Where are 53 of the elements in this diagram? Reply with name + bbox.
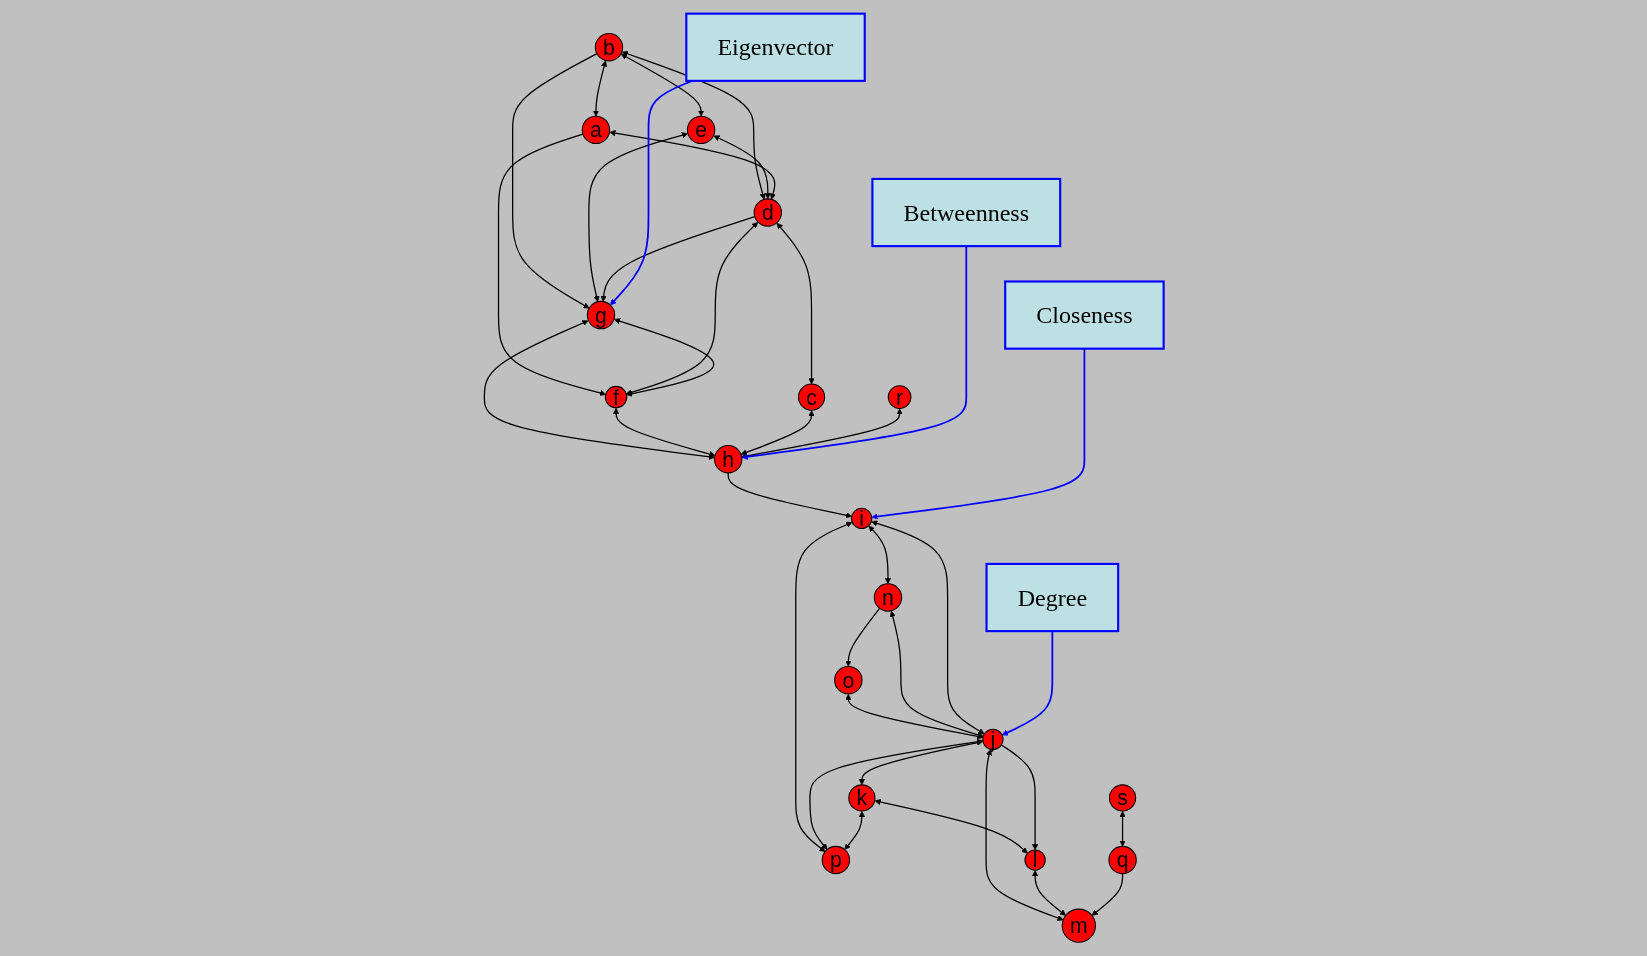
arrow [740, 410, 815, 456]
node-circle: b [594, 33, 623, 62]
node-circle: e [686, 115, 715, 145]
node-box: Eigenvector [684, 12, 866, 82]
node-box: Betweenness [870, 177, 1061, 248]
node-circle: g [586, 300, 615, 330]
arrow [889, 610, 983, 738]
arrow [592, 60, 607, 117]
arrow [843, 811, 865, 850]
arrow [608, 130, 776, 200]
arrow [612, 407, 715, 458]
node-circle: h [713, 445, 742, 474]
node-circle: f [604, 385, 627, 409]
node-circle: q [1107, 845, 1137, 875]
node-circle: i [850, 507, 872, 530]
node-circle: k [847, 784, 875, 812]
arrow [844, 693, 983, 740]
arrow [620, 53, 704, 117]
arrow [483, 320, 715, 460]
arrow [808, 738, 983, 850]
arrow [858, 739, 983, 786]
node-circle: l [1023, 849, 1046, 871]
arrow [1091, 873, 1123, 916]
node-circle: n [873, 583, 902, 612]
node-circle: c [797, 383, 825, 411]
arrow [874, 799, 1028, 854]
arrow [511, 53, 598, 309]
arrow [868, 525, 891, 585]
node-circle: o [833, 665, 863, 695]
arrow [625, 222, 758, 396]
arrow [587, 132, 688, 303]
node-circle: r [887, 385, 911, 409]
node-circle: d [753, 198, 782, 227]
arrow [712, 135, 771, 200]
arrow [613, 318, 714, 397]
node-circle: m [1061, 908, 1096, 943]
arrow [497, 133, 606, 396]
arrow [794, 521, 852, 852]
arrow [740, 408, 903, 459]
arrow [727, 472, 852, 519]
arrow [776, 222, 815, 385]
arrow [600, 216, 755, 302]
node-circle: p [821, 845, 850, 875]
arrow [984, 749, 1063, 921]
node-box: Closeness [1003, 280, 1165, 350]
arrow [621, 50, 766, 200]
arrow [1000, 744, 1038, 851]
arrow [844, 607, 880, 667]
node-circle: s [1108, 784, 1136, 812]
node-circle: a [581, 115, 610, 145]
arrow [1118, 811, 1126, 847]
node-box: Degree [984, 562, 1119, 633]
arrow [1031, 870, 1066, 916]
